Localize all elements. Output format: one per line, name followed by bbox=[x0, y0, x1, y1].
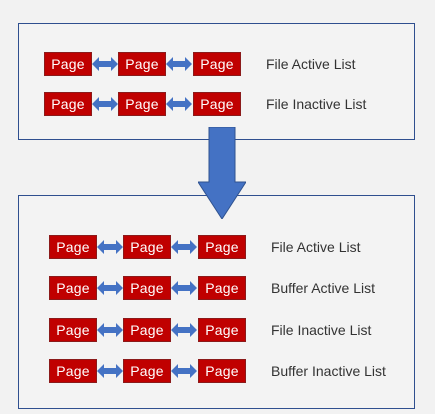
double-arrow-icon bbox=[171, 281, 197, 295]
list-label: Buffer Inactive List bbox=[271, 363, 386, 379]
page-node: Page bbox=[193, 92, 241, 116]
double-arrow-icon bbox=[171, 364, 197, 378]
double-arrow-icon bbox=[171, 240, 197, 254]
page-node: Page bbox=[123, 318, 171, 342]
double-arrow-icon bbox=[92, 97, 118, 111]
double-arrow-icon bbox=[97, 281, 123, 295]
double-arrow-icon bbox=[97, 364, 123, 378]
page-node: Page bbox=[198, 359, 246, 383]
list-label: File Active List bbox=[271, 239, 361, 255]
page-node: Page bbox=[49, 276, 97, 300]
list-label: File Inactive List bbox=[266, 96, 367, 112]
page-node: Page bbox=[49, 359, 97, 383]
after-panel: Page Page Page File Active List Page Pag… bbox=[18, 195, 415, 409]
page-node: Page bbox=[49, 318, 97, 342]
page-node: Page bbox=[198, 235, 246, 259]
double-arrow-icon bbox=[166, 97, 192, 111]
page-node: Page bbox=[198, 276, 246, 300]
page-node: Page bbox=[118, 92, 166, 116]
double-arrow-icon bbox=[166, 57, 192, 71]
page-node: Page bbox=[118, 52, 166, 76]
page-node: Page bbox=[44, 92, 92, 116]
page-node: Page bbox=[49, 235, 97, 259]
page-node: Page bbox=[198, 318, 246, 342]
list-label: Buffer Active List bbox=[271, 280, 376, 296]
double-arrow-icon bbox=[97, 323, 123, 337]
list-label: File Inactive List bbox=[271, 322, 372, 338]
down-arrow-icon bbox=[198, 127, 246, 219]
page-node: Page bbox=[44, 52, 92, 76]
double-arrow-icon bbox=[97, 240, 123, 254]
page-node: Page bbox=[193, 52, 241, 76]
before-panel: Page Page Page File Active List Page Pag… bbox=[18, 23, 415, 140]
page-node: Page bbox=[123, 276, 171, 300]
double-arrow-icon bbox=[171, 323, 197, 337]
page-node: Page bbox=[123, 359, 171, 383]
double-arrow-icon bbox=[92, 57, 118, 71]
page-node: Page bbox=[123, 235, 171, 259]
list-label: File Active List bbox=[266, 56, 356, 72]
